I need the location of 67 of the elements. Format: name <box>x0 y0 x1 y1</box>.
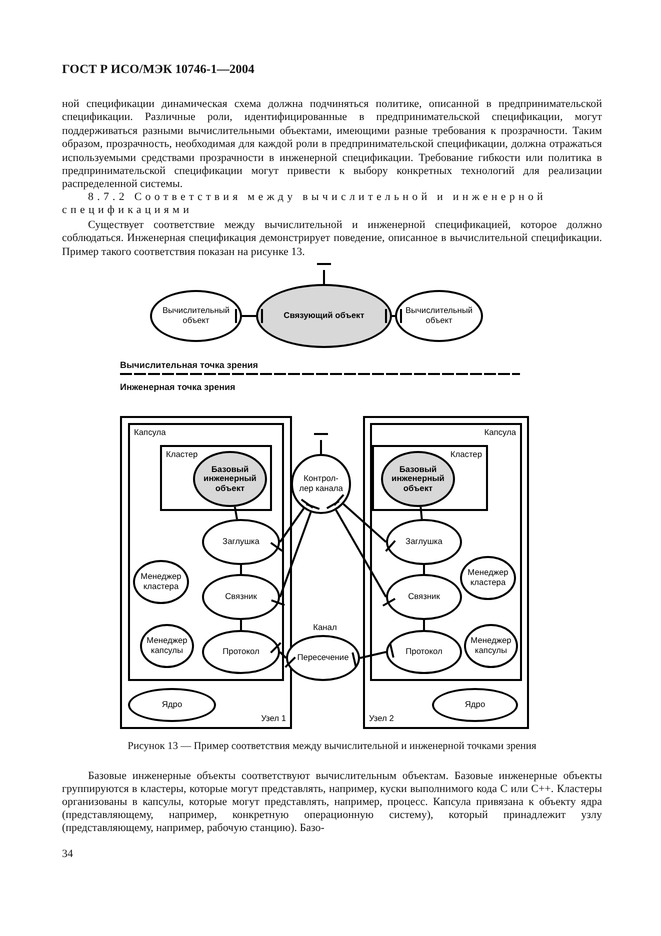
node-label: Связник <box>224 592 258 602</box>
node-label: Узел 2 <box>369 714 394 724</box>
container-box <box>370 423 522 681</box>
node-label: Протокол <box>222 647 260 657</box>
connector-line <box>326 500 396 607</box>
node-label: Менеджер капсулы <box>146 636 188 656</box>
connector-line <box>316 263 332 284</box>
node-caption: Канал <box>312 623 338 633</box>
node-label: Менеджер кластера <box>466 568 510 588</box>
node-label: Кластер <box>450 450 482 460</box>
ellipse-node <box>133 560 189 604</box>
ellipse-node <box>460 556 516 600</box>
node-label: Пересечение <box>296 653 350 663</box>
paragraph: ной спецификации динамическая схема должна подчиняться политике, описанной в предпринимательской спецификации. Различные роли, идентифицированные в предпринимательской спецификации, могут поддерживаться разными вычислительными объектами, имеющими разные требования к прозрачности. Таким образом, прозрачность, необходимая для каждой роли в предпринимательской спецификации, должна отражаться используемыми средствами прозрачности в инженерной спецификации. Требование гибкости или политика в предпринимательской спецификации могут привести к выбору конкретных технологий для реализации распределенной системы. <box>62 98 602 192</box>
ellipse-node <box>464 624 518 668</box>
ellipse-node <box>291 454 351 514</box>
node-label: Базовый инженерный объект <box>202 464 258 494</box>
ellipse-node <box>386 574 462 620</box>
node-label: Заглушка <box>222 537 260 547</box>
node-label: Базовый инженерный объект <box>390 464 446 494</box>
ellipse-node <box>202 519 280 565</box>
paragraph: Существует соответствие между вычислительной и инженерной спецификацией, которое должно соблюдаться. Инженерная спецификация демонстрирует поведение, описанное в вычислительной спецификации. Пример такого соответствия показан на рисунке 13. <box>62 219 602 260</box>
section-heading: 8.7.2 Соответствия между вычислительной и инженерной спецификациями <box>62 191 548 218</box>
ellipse-node <box>202 574 280 620</box>
ellipse-node <box>202 630 280 674</box>
node-label: Кластер <box>166 450 198 460</box>
node-label: Вычислительный объект <box>404 306 474 326</box>
node-label: Связник <box>407 592 441 602</box>
connector-line <box>270 503 320 606</box>
connector-line <box>270 642 296 668</box>
page-number: 34 <box>62 848 74 862</box>
figure-caption: Рисунок 13 — Пример соответствия между вычислительной и инженерной точками зрения <box>126 740 538 754</box>
connector-line <box>235 308 263 324</box>
node-label: Контрол- лер канала <box>298 474 344 494</box>
connector-line <box>352 642 394 668</box>
connector-line <box>423 620 425 630</box>
container-box <box>120 416 292 729</box>
ellipse-node <box>386 630 462 674</box>
connector-line <box>333 494 396 552</box>
container-box <box>372 445 488 511</box>
connector-line <box>420 506 423 520</box>
page-header: ГОСТ Р ИСО/МЭК 10746-1—2004 <box>62 63 256 76</box>
connector-line <box>234 506 238 520</box>
container-box <box>128 423 284 681</box>
viewpoint-label: Вычислительная точка зрения <box>120 359 260 371</box>
container-box <box>363 416 529 729</box>
connector-line <box>240 620 242 630</box>
node-label: Ядро <box>160 700 184 710</box>
node-label: Протокол <box>404 647 444 657</box>
connector-line <box>385 308 402 324</box>
node-label: Заглушка <box>404 537 444 547</box>
node-label: Узел 1 <box>261 714 286 724</box>
node-label: Капсула <box>134 428 166 438</box>
connector-line <box>313 433 329 454</box>
connector-line <box>423 565 425 574</box>
node-label: Связующий объект <box>282 311 366 321</box>
container-box <box>160 445 272 511</box>
ellipse-node <box>140 624 194 668</box>
node-label: Менеджер кластера <box>140 572 182 592</box>
node-label: Менеджер капсулы <box>470 636 512 656</box>
paragraph: Базовые инженерные объекты соответствуют вычислительным объектам. Базовые инженерные объекты группируются в кластеры, которые могут представлять, например, куски выполнимого кода C или C++. Кластеры организованы в капсулы, которые могут представлять, например, процесс. Капсула привязана к объекту ядра (представляющему, например, конкретную операционную систему), который принадлежит узлу (представляющему, например, рабочую станцию). Базо- <box>62 770 602 835</box>
node-label: Капсула <box>484 428 516 438</box>
node-label: Ядро <box>464 700 486 710</box>
connector-line <box>270 498 314 552</box>
viewpoint-label: Инженерная точка зрения <box>120 381 236 393</box>
node-label: Вычислительный объект <box>161 306 231 326</box>
connector-line <box>240 565 242 574</box>
